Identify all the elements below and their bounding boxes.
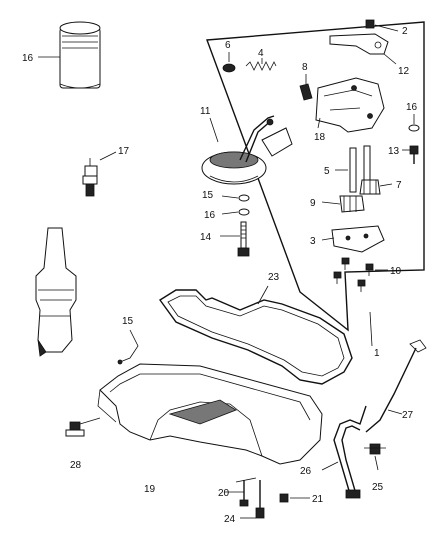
pan-nut-part: [279, 493, 289, 503]
oil-pickup-tube-part: [201, 115, 293, 185]
oil-pan-gasket-part: [158, 289, 353, 385]
callout-5: 5: [324, 166, 330, 177]
dipstick-tube-assembly-part: [35, 227, 77, 357]
cover-bolt-part: [409, 145, 419, 164]
callout-14: 14: [200, 232, 212, 243]
drain-plug-part: [65, 421, 85, 437]
bushing-part: [222, 63, 236, 73]
callout-16-pickup-washer: 16: [204, 210, 216, 221]
stud-bolt-part: [237, 221, 250, 257]
callout-15-pickup-seal: 15: [202, 190, 214, 201]
oil-pan-part: [97, 363, 323, 465]
pickup-bracket-part: [329, 33, 389, 55]
callout-26: 26: [300, 466, 312, 477]
cover-bolts-part: [333, 257, 374, 292]
dipstick-tube-part: [333, 405, 367, 499]
callout-28: 28: [70, 460, 82, 471]
callout-9: 9: [310, 198, 316, 209]
oil-pump-group-frame: [206, 21, 425, 332]
callout-24: 24: [224, 514, 236, 525]
oil-pump-body-part: [315, 77, 385, 133]
oil-filter-part: [59, 21, 101, 89]
inner-rotor-part: [339, 195, 365, 213]
callout-labels: 1 2 3 4 5 6 7 8 9 10 11 12 13 14 15 15 1…: [22, 26, 418, 525]
plug-part: [299, 83, 313, 101]
callout-1: 1: [374, 348, 380, 359]
callout-12: 12: [398, 66, 410, 77]
washer-part: [408, 124, 420, 132]
tube-bracket-part: [364, 443, 386, 455]
washer-part: [238, 208, 250, 216]
callout-13: 13: [388, 146, 400, 157]
pickup-wire-part: [117, 329, 139, 365]
callout-3: 3: [310, 236, 316, 247]
callout-16-filter: 16: [22, 53, 34, 64]
oil-pressure-sensor-part: [82, 158, 98, 197]
callout-21: 21: [312, 494, 324, 505]
pump-cover-part: [331, 225, 385, 253]
callout-18: 18: [314, 132, 326, 143]
callout-19: 19: [144, 484, 156, 495]
callout-6: 6: [225, 40, 231, 51]
callout-7: 7: [396, 180, 402, 191]
callout-17: 17: [118, 146, 130, 157]
callout-25: 25: [372, 482, 384, 493]
dipstick-part: [365, 339, 427, 433]
drive-gear-part: [359, 179, 381, 195]
pan-stud-part: [255, 480, 265, 519]
callout-27: 27: [402, 410, 414, 421]
pan-bolt-part: [239, 480, 249, 507]
bolt-part: [365, 19, 375, 29]
gasket-part: [238, 194, 250, 202]
callout-11: 11: [200, 106, 211, 117]
spring-part: [245, 61, 277, 71]
callout-8: 8: [302, 62, 308, 73]
callout-16-pump-washer: 16: [406, 102, 418, 113]
callout-20: 20: [218, 488, 230, 499]
callout-2: 2: [402, 26, 408, 37]
callout-4: 4: [258, 48, 264, 59]
callout-23: 23: [268, 272, 280, 283]
callout-15-wire: 15: [122, 316, 134, 327]
callout-10: 10: [390, 266, 402, 277]
